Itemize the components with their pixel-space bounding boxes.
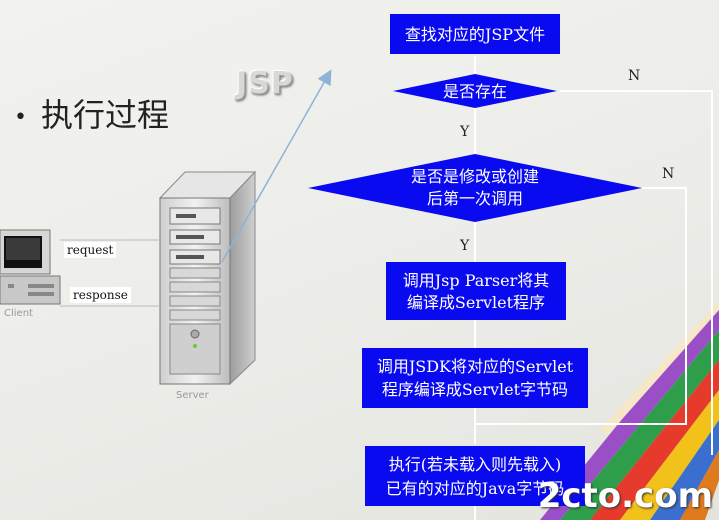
server-caption: Server (176, 390, 210, 401)
bullet-dot: • (14, 104, 27, 130)
step-jsdk-compile-text-2: 程序编译成Servlet字节码 (382, 380, 568, 399)
step-execute-text-2: 已有的对应的Java字节码 (386, 479, 565, 498)
jsp-logo: JSP (236, 66, 294, 101)
decision-modified-text-2: 后第一次调用 (427, 189, 523, 208)
client-computer (0, 229, 61, 305)
step-find-jsp-text: 查找对应的JSP文件 (405, 25, 545, 44)
step-jsp-parser-box (386, 262, 566, 320)
no-label-1: N (628, 68, 640, 84)
yes-label-2: Y (459, 238, 470, 254)
decision-exists-text: 是否存在 (443, 82, 507, 101)
yes-label-1: Y (459, 124, 470, 140)
flow-connectors (474, 56, 713, 520)
step-execute-text-1: 执行(若未载入则先载入) (389, 455, 562, 474)
request-label: request (64, 242, 117, 258)
server-to-jsp-arrow (221, 69, 332, 263)
slide-title: 执行过程 (40, 96, 169, 134)
step-jsdk-compile-box (362, 348, 588, 408)
decision-modified-diamond (308, 154, 642, 222)
watermark: 2cto.com (537, 476, 713, 516)
decision-exists-diamond (393, 74, 557, 108)
step-jsp-parser-text-1: 调用Jsp Parser将其 (403, 271, 550, 290)
no-label-2: N (662, 166, 674, 182)
decision-modified-text-1: 是否是修改或创建 (411, 167, 539, 186)
step-jsp-parser-text-2: 编译成Servlet程序 (407, 293, 545, 312)
response-label: response (70, 287, 131, 303)
step-execute-box (365, 446, 585, 506)
server-tower (158, 170, 257, 386)
client-caption: Client (4, 308, 33, 319)
slide-bullet: • 执行过程 (14, 90, 169, 136)
step-jsdk-compile-text-1: 调用JSDK将对应的Servlet (377, 357, 574, 376)
step-find-jsp-box (390, 14, 560, 54)
